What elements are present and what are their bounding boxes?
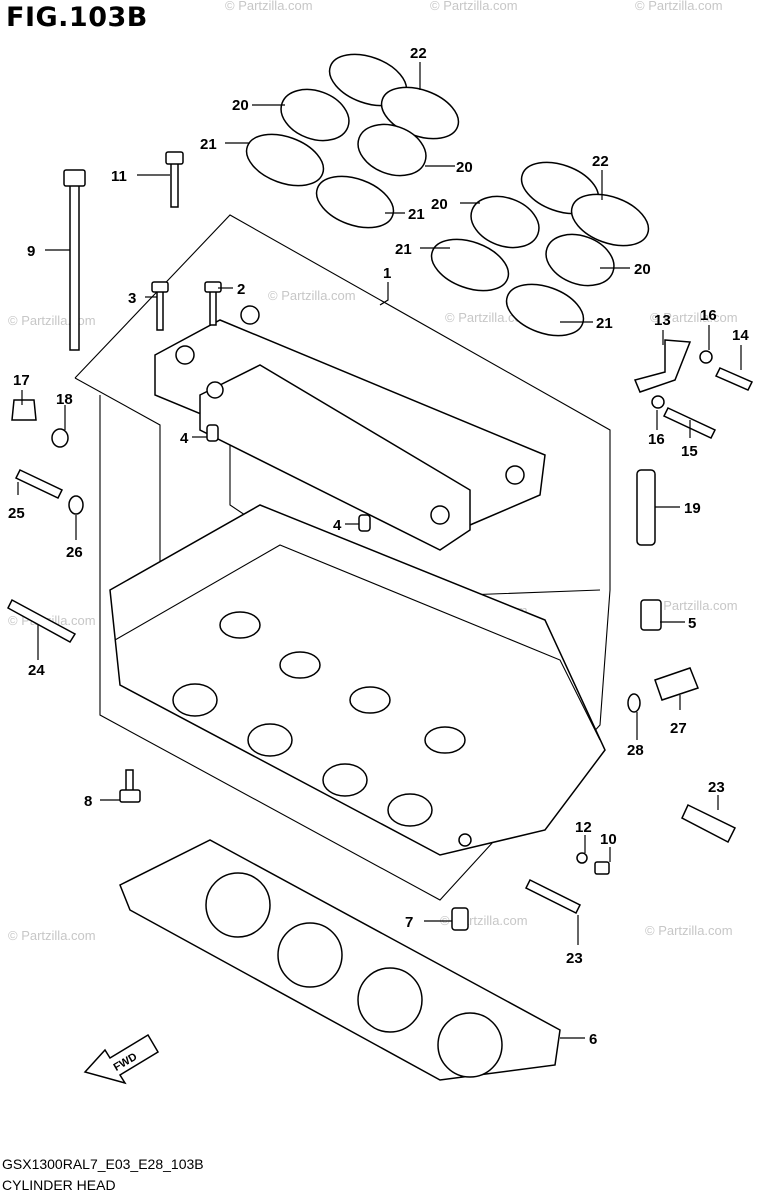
callout-16: 16 <box>700 307 717 324</box>
intake-clamp <box>245 133 325 187</box>
watermark: © Partzilla.com <box>635 0 723 13</box>
bolt-14 <box>714 367 754 391</box>
callout-24: 24 <box>28 662 45 679</box>
intake-clamp <box>570 193 650 247</box>
callout-18: 18 <box>56 391 73 408</box>
callout-21: 21 <box>408 206 425 223</box>
callout-20: 20 <box>456 159 473 176</box>
watermark: © Partzilla.com <box>650 598 738 613</box>
callout-16: 16 <box>648 431 665 448</box>
pipe-13 <box>633 339 692 393</box>
intake-boots <box>245 53 650 337</box>
callout-2: 2 <box>237 281 245 298</box>
watermark: © Partzilla.com <box>645 923 733 938</box>
bolt-11-head <box>165 151 184 165</box>
intake-boot <box>545 233 615 287</box>
cylinder-head <box>109 504 606 856</box>
callout-8: 8 <box>84 793 92 810</box>
head-gasket <box>119 839 561 1081</box>
bolt-23 <box>524 878 582 915</box>
bolt-8-head <box>119 789 141 803</box>
intake-boot <box>357 123 427 177</box>
intake-clamp <box>505 283 585 337</box>
washer-26 <box>68 495 84 515</box>
figure-name: CYLINDER HEAD <box>2 1177 116 1193</box>
intake-clamp <box>430 238 510 292</box>
washer-16 <box>651 395 665 409</box>
spark-plug-19 <box>636 469 656 546</box>
callout-12: 12 <box>575 819 592 836</box>
bolt-3-head <box>151 281 169 293</box>
callout-20: 20 <box>232 97 249 114</box>
callout-20: 20 <box>634 261 651 278</box>
callout-21: 21 <box>200 136 217 153</box>
callout-23: 23 <box>708 779 725 796</box>
washer-18 <box>51 428 69 448</box>
plug-10 <box>594 861 610 875</box>
intake-boot <box>280 88 350 142</box>
callout-5: 5 <box>688 615 696 632</box>
bolt-9-head <box>63 169 86 187</box>
callout-7: 7 <box>405 914 413 931</box>
callout-6: 6 <box>589 1031 597 1048</box>
bolt-25 <box>14 469 64 499</box>
watermark: © Partzilla.com <box>225 0 313 13</box>
plug-17 <box>11 399 37 421</box>
figure-code: GSX1300RAL7_E03_E28_103B <box>2 1156 204 1172</box>
assembly-frame <box>74 214 611 901</box>
washer-16 <box>699 350 713 364</box>
callout-17: 17 <box>13 372 30 389</box>
bolt-8 <box>125 769 134 793</box>
bolt-9 <box>69 179 80 351</box>
callout-25: 25 <box>8 505 25 522</box>
leader-lines <box>17 62 742 1039</box>
intake-boot <box>470 195 540 249</box>
small-parts <box>7 151 754 931</box>
dowel-4 <box>358 514 371 532</box>
dowel-4 <box>206 424 219 442</box>
bolt-2 <box>209 289 217 326</box>
callout-23: 23 <box>566 950 583 967</box>
callout-15: 15 <box>681 443 698 460</box>
callout-21: 21 <box>395 241 412 258</box>
callout-14: 14 <box>732 327 749 344</box>
washer-12 <box>576 852 588 864</box>
bolt-3 <box>156 289 164 331</box>
figure-title: FIG.103B <box>6 2 148 33</box>
callout-4: 4 <box>180 430 189 447</box>
washer-28 <box>627 693 641 713</box>
callout-11: 11 <box>111 168 127 185</box>
callout-28: 28 <box>627 742 644 759</box>
intake-clamp <box>315 175 395 229</box>
sensor-27 <box>654 667 699 701</box>
callout-10: 10 <box>600 831 617 848</box>
callout-26: 26 <box>66 544 83 561</box>
callout-4: 4 <box>333 517 342 534</box>
watermark: © Partzilla.com <box>8 928 96 943</box>
watermark: © Partzilla.com <box>650 310 738 325</box>
bolt-2-head <box>204 281 222 293</box>
callout-27: 27 <box>670 720 687 737</box>
bolt-24 <box>7 598 77 643</box>
callout-1: 1 <box>383 265 391 282</box>
callout-13: 13 <box>654 312 671 329</box>
callout-9: 9 <box>27 243 35 260</box>
callout-3: 3 <box>128 290 136 307</box>
dowel-7 <box>451 907 469 931</box>
watermark: © Partzilla.com <box>8 313 96 328</box>
fwd-arrow-icon: FWD <box>83 1033 160 1085</box>
head-cover-bracket <box>154 305 546 551</box>
watermark: © Partzilla.com <box>268 288 356 303</box>
callout-19: 19 <box>684 500 701 517</box>
sensor-5 <box>640 599 662 631</box>
callout-22: 22 <box>410 45 427 62</box>
watermark: © Partzilla.com <box>430 0 518 13</box>
bolt-11 <box>170 161 179 208</box>
callout-21: 21 <box>596 315 613 332</box>
callout-labels: 22 20 21 20 21 22 20 21 20 21 11 9 1 2 3… <box>8 45 749 1048</box>
bolt-23 <box>681 803 737 844</box>
callout-22: 22 <box>592 153 609 170</box>
callout-20: 20 <box>431 196 448 213</box>
